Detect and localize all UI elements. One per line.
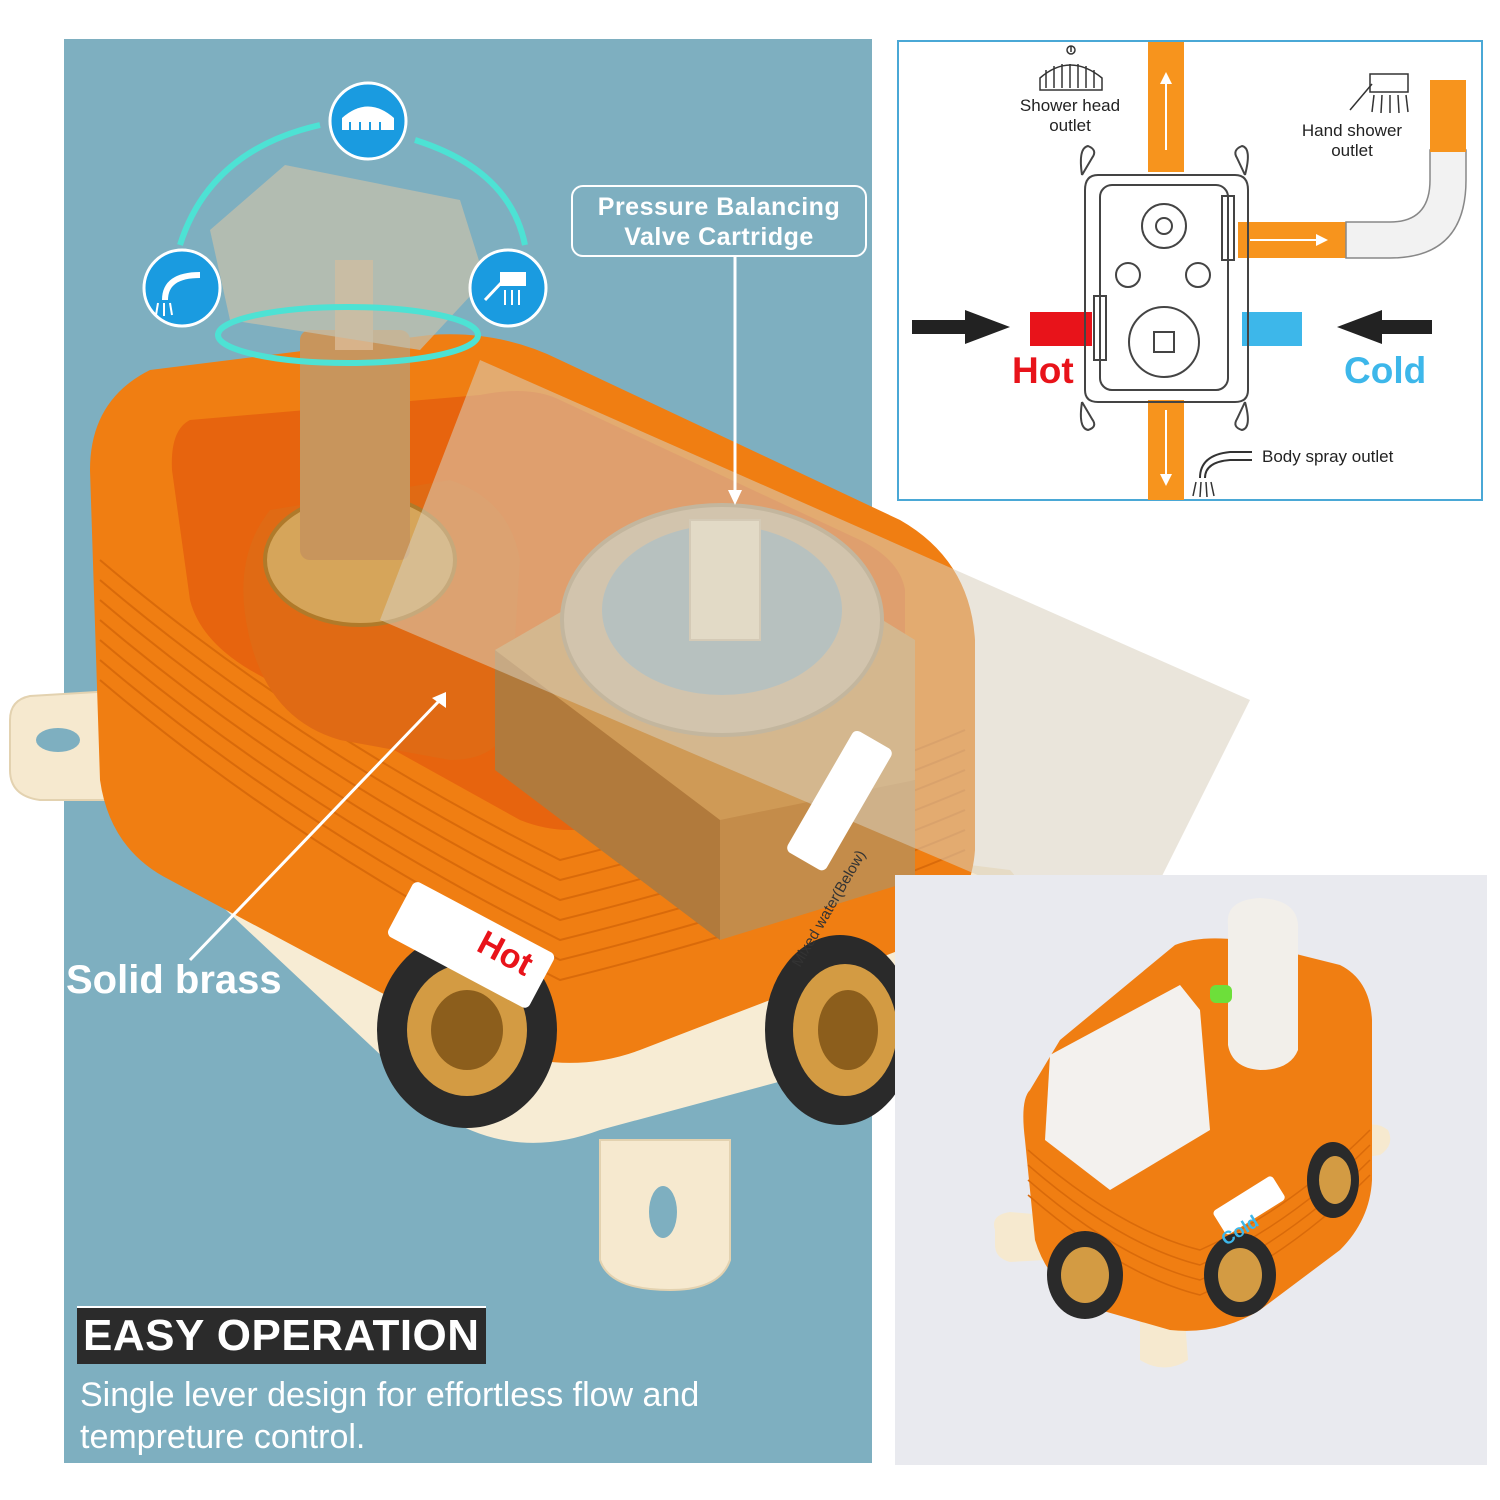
arc-bottom: [215, 304, 481, 366]
solid-brass-label: Solid brass: [66, 958, 282, 1002]
arc-right: [414, 137, 528, 246]
flow-diagram: [897, 40, 1483, 501]
hot-sticker: [388, 882, 555, 1008]
body-spray-outlet-label: Body spray outlet: [1262, 447, 1394, 466]
cartridge-callout: Pressure Balancing Valve Cartridge: [571, 185, 867, 257]
product-photo: [895, 875, 1487, 1465]
lever-handle: [210, 165, 485, 350]
hand-shower-icon: [468, 248, 548, 328]
description-line-2: tempreture control.: [80, 1418, 366, 1456]
hot-inlet-label: Hot: [1012, 350, 1074, 391]
callout-line-2: Valve Cartridge: [624, 223, 814, 251]
mixed-sticker: [787, 730, 892, 871]
easy-operation-description: Single lever design for effortless flow …: [80, 1374, 860, 1458]
trim-front: [495, 650, 720, 940]
ear-hole-left: [36, 728, 80, 752]
shower-head-outlet-label: Shower head outlet: [1019, 96, 1121, 135]
body-spray-icon: [142, 248, 222, 328]
brass-stem: [300, 330, 410, 560]
easy-operation-title: EASY OPERATION: [77, 1306, 486, 1364]
ear-hole-bottom: [649, 1186, 677, 1238]
hand-shower-outlet-label: Hand shower outlet: [1301, 121, 1403, 160]
shower-head-icon: [328, 81, 408, 161]
cold-inlet-label: Cold: [1344, 350, 1427, 391]
callout-line-1: Pressure Balancing: [597, 193, 841, 221]
cover-plate: [380, 360, 1250, 940]
arc-left: [177, 122, 321, 246]
solid-brass-leader: [188, 698, 442, 962]
description-line-1: Single lever design for effortless flow …: [80, 1376, 700, 1414]
